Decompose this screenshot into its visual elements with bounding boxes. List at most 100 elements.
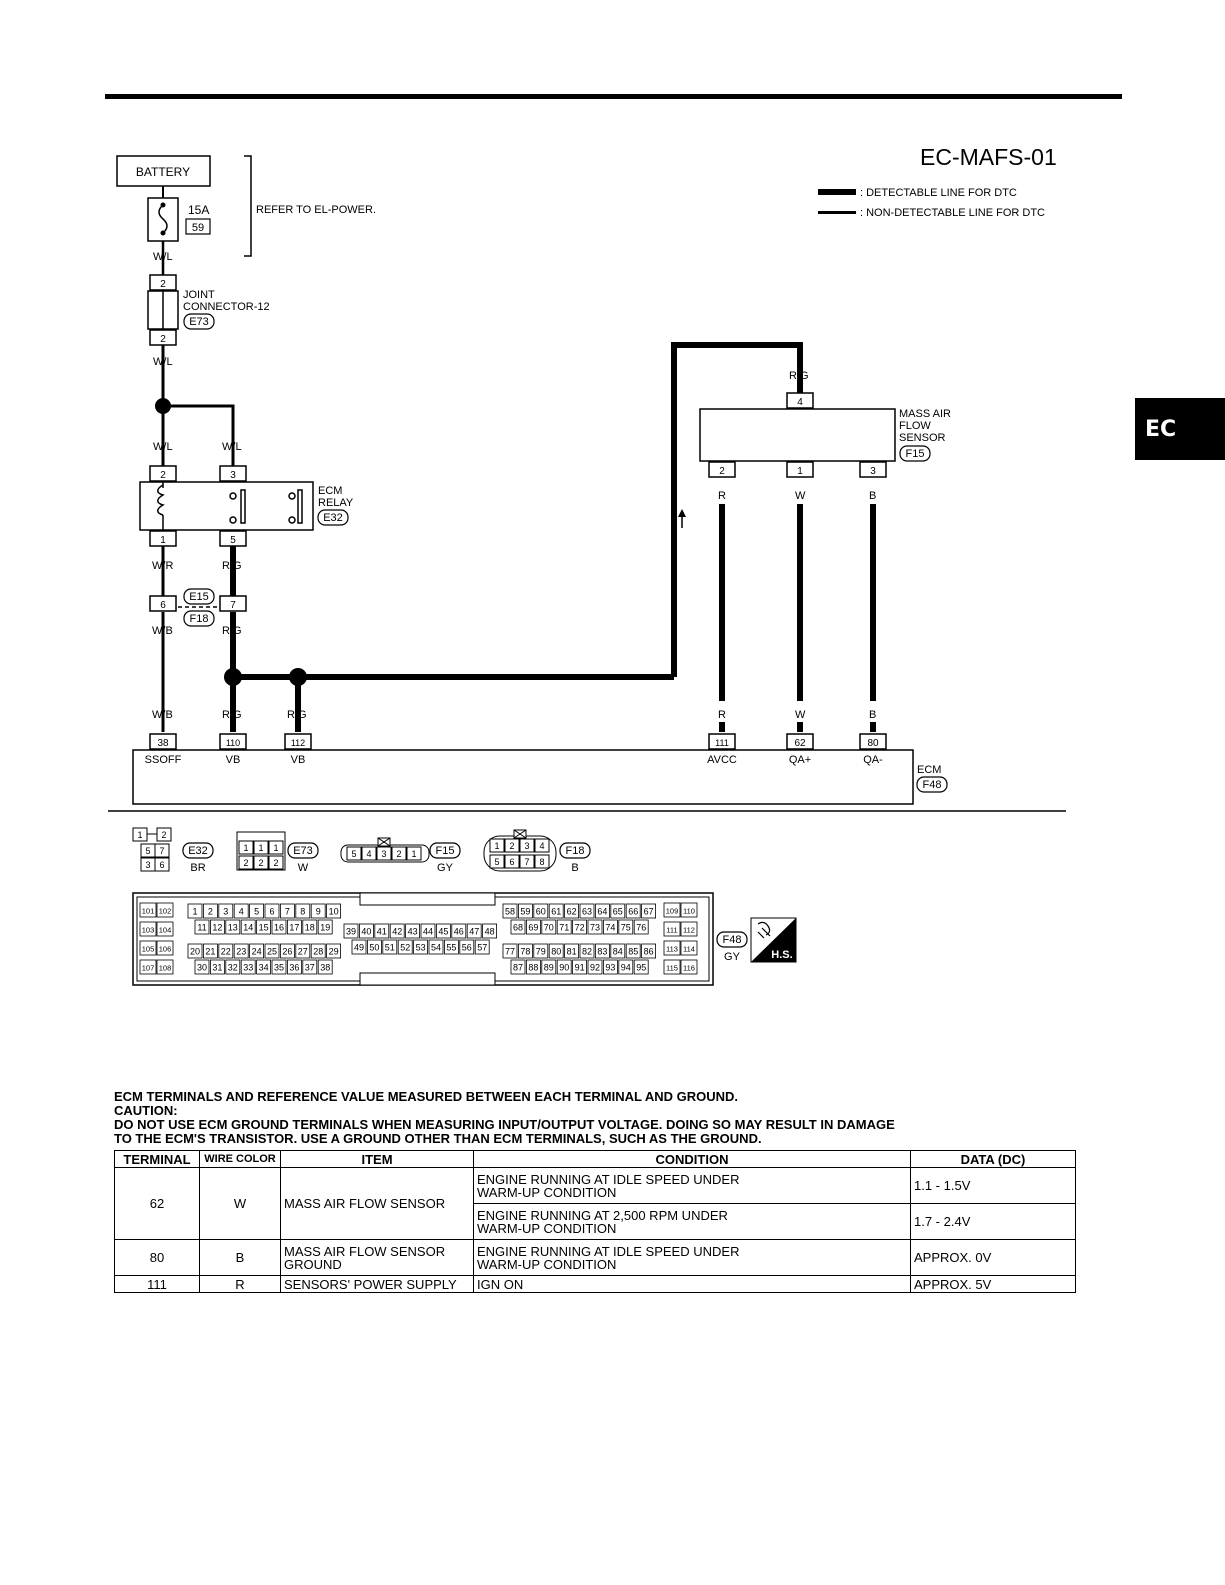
f48-pin: 23 — [236, 947, 246, 957]
harness-side-icon: H.S. — [750, 917, 797, 963]
f48-pin: 76 — [636, 923, 646, 933]
connector-view-e73: 1 1 1 2 2 2 E73 W — [236, 831, 319, 874]
f48-pin: 7 — [285, 907, 290, 917]
svg-text:ECM: ECM — [917, 764, 941, 776]
table-row: 62 W MASS AIR FLOW SENSOR ENGINE RUNNING… — [114, 1167, 1076, 1240]
f48-pin: 77 — [505, 947, 515, 957]
svg-text:FLOW: FLOW — [899, 420, 931, 432]
svg-text:1: 1 — [797, 466, 803, 477]
f48-pin: 59 — [520, 907, 530, 917]
f48-pin: 109 — [666, 907, 679, 916]
f48-pin: 30 — [197, 963, 207, 973]
svg-text:5: 5 — [494, 857, 499, 867]
col-terminal: TERMINAL — [114, 1150, 200, 1168]
f48-pin: 104 — [159, 926, 172, 935]
f48-pin: 47 — [469, 927, 479, 937]
ecm-terminal-table: TERMINAL WIRE COLOR ITEM CONDITION DATA … — [114, 1150, 1076, 1293]
legend-non-detectable: : NON-DETECTABLE LINE FOR DTC — [860, 207, 1045, 219]
f48-pin: 54 — [431, 943, 441, 953]
svg-text:E32: E32 — [323, 512, 343, 524]
cell-item: MASS AIR FLOW SENSOR — [280, 1167, 474, 1240]
svg-text:VB: VB — [291, 754, 306, 766]
wire-label: R/G — [287, 709, 307, 721]
f48-pin: 86 — [644, 947, 654, 957]
cell-terminal: 111 — [114, 1275, 200, 1293]
f48-pin: 43 — [408, 927, 418, 937]
svg-text:2: 2 — [161, 830, 166, 840]
f48-pin: 63 — [582, 907, 592, 917]
refer-bracket — [244, 155, 252, 257]
svg-text:4: 4 — [366, 849, 371, 859]
svg-text:62: 62 — [794, 738, 806, 749]
cell-data: APPROX. 0V — [910, 1239, 1076, 1276]
f48-pin: 85 — [628, 947, 638, 957]
svg-text:3: 3 — [230, 470, 236, 481]
cell-terminal: 62 — [114, 1167, 200, 1240]
svg-text:7: 7 — [524, 857, 529, 867]
svg-text:CONNECTOR-12: CONNECTOR-12 — [183, 301, 270, 313]
f48-pin: 45 — [438, 927, 448, 937]
mass-air-flow-sensor: R/G 4 MASS AIR FLOW SENSOR F15 2 1 3 — [699, 370, 951, 478]
svg-text:15A: 15A — [188, 203, 209, 217]
svg-text:4: 4 — [797, 397, 803, 408]
f48-pin: 80 — [551, 947, 561, 957]
f48-pin: 42 — [392, 927, 402, 937]
svg-text:2: 2 — [273, 858, 278, 868]
f48-pin: 53 — [416, 943, 426, 953]
f48-pin: 90 — [559, 963, 569, 973]
svg-text:2: 2 — [719, 466, 725, 477]
f48-pin: 114 — [683, 945, 695, 954]
f48-pin: 84 — [613, 947, 623, 957]
f48-pin: 67 — [644, 907, 654, 917]
svg-text:59: 59 — [192, 222, 204, 234]
f48-pin: 26 — [282, 947, 292, 957]
f48-pin: 39 — [346, 927, 356, 937]
f48-pin: 22 — [221, 947, 231, 957]
svg-text:AVCC: AVCC — [707, 754, 737, 766]
svg-text:SENSOR: SENSOR — [899, 432, 946, 444]
f48-pin: 55 — [446, 943, 456, 953]
wire-label: W — [795, 490, 806, 502]
inline-connector-e15-f18: 6 7 E15 F18 — [149, 588, 247, 627]
svg-text:5: 5 — [230, 535, 236, 546]
f48-pin: 75 — [621, 923, 631, 933]
f48-pin: 38 — [320, 963, 330, 973]
f48-pin: 10 — [329, 907, 339, 917]
svg-text:GY: GY — [437, 862, 454, 874]
f48-pin: 24 — [252, 947, 262, 957]
wire-label: R/G — [222, 560, 242, 572]
svg-text:5: 5 — [351, 849, 356, 859]
svg-text:RELAY: RELAY — [318, 497, 354, 509]
svg-text:2: 2 — [258, 858, 263, 868]
f48-pin: 8 — [300, 907, 305, 917]
f48-pin: 20 — [190, 947, 200, 957]
col-wire-color: WIRE COLOR — [199, 1150, 281, 1168]
battery: BATTERY — [116, 155, 211, 187]
svg-text:110: 110 — [226, 738, 240, 748]
f48-pin: 68 — [513, 923, 523, 933]
col-data: DATA (DC) — [910, 1150, 1076, 1168]
f48-pin: 46 — [454, 927, 464, 937]
svg-text:H.S.: H.S. — [771, 949, 792, 961]
f48-pin: 40 — [361, 927, 371, 937]
wire-label: B — [869, 709, 876, 721]
svg-text:1: 1 — [273, 843, 278, 853]
note-line: ECM TERMINALS AND REFERENCE VALUE MEASUR… — [114, 1089, 739, 1104]
svg-text:1: 1 — [494, 841, 499, 851]
f48-pin: 17 — [289, 923, 299, 933]
f48-pin: 83 — [597, 947, 607, 957]
f48-pin: 82 — [582, 947, 592, 957]
f48-pin: 92 — [590, 963, 600, 973]
f48-pin: 70 — [544, 923, 554, 933]
f48-pin: 34 — [259, 963, 269, 973]
f48-pin: 89 — [544, 963, 554, 973]
wire-label: W/L — [222, 441, 242, 453]
svg-text:MASS AIR: MASS AIR — [899, 408, 951, 420]
table-row: ENGINE RUNNING AT 2,500 RPM UNDER WARM-U… — [115, 1203, 1076, 1240]
svg-text:3: 3 — [524, 841, 529, 851]
svg-text:QA-: QA- — [863, 754, 883, 766]
svg-text:F18: F18 — [566, 845, 585, 857]
f48-pin: 103 — [142, 926, 155, 935]
svg-text:2: 2 — [160, 334, 166, 345]
